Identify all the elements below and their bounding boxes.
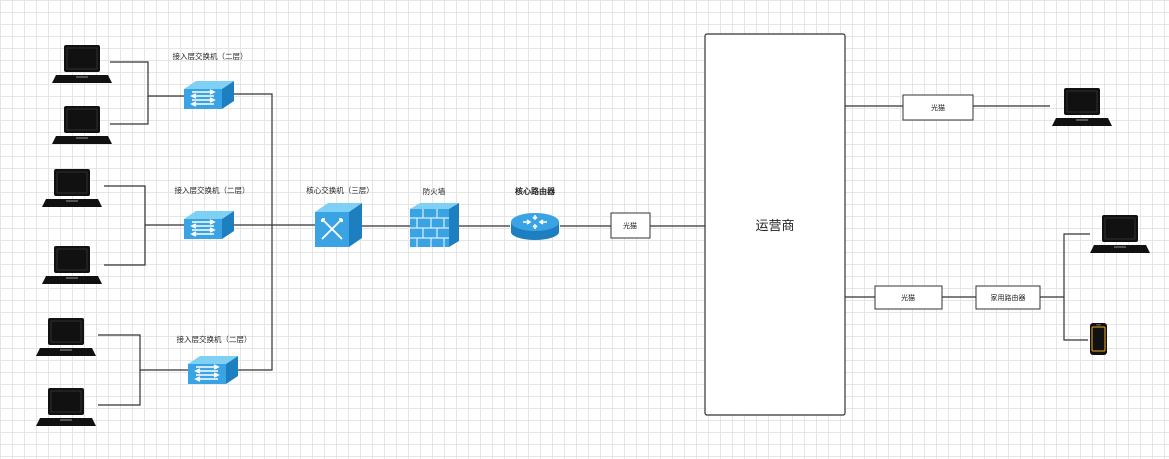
firewall-icon [410,203,459,247]
isp-label: 运营商 [755,219,794,234]
access-switch-icon [187,355,239,385]
home-router-box [975,285,1041,310]
laptop-icon [41,245,103,285]
laptop-icon [35,317,97,357]
access-switch-label-3: 接入层交换机（二层） [177,334,252,344]
core-switch-icon [315,203,362,247]
isp-box [704,33,846,416]
modem-main-box [610,212,651,239]
modem-top-label: 光猫 [931,103,945,112]
modem-main-label: 光猫 [623,221,637,230]
home-router-label: 家用路由器 [991,293,1026,302]
access-switch-label-2: 接入层交换机（二层） [175,185,250,195]
access-switch-label-1: 接入层交换机（二层） [173,51,248,61]
laptop-icon [35,387,97,427]
access-switch-icon [183,210,235,240]
phone-icon [1090,323,1107,355]
modem-bottom-label: 光猫 [901,293,915,302]
core-router-label: 核心路由器 [515,186,556,196]
firewall-label: 防火墙 [423,186,446,196]
core-switch-label: 核心交换机（三层） [306,185,374,195]
laptop-icon [51,44,113,84]
access-switch-icon [183,80,235,110]
laptop-icon [51,105,113,145]
modem-top-box [902,94,974,121]
connection-lines [98,61,1090,406]
laptop-icon [1089,214,1151,254]
modem-bottom-box [874,285,943,310]
core-router-icon [511,213,559,240]
laptop-icon [41,168,103,208]
laptop-icon [1051,87,1113,127]
